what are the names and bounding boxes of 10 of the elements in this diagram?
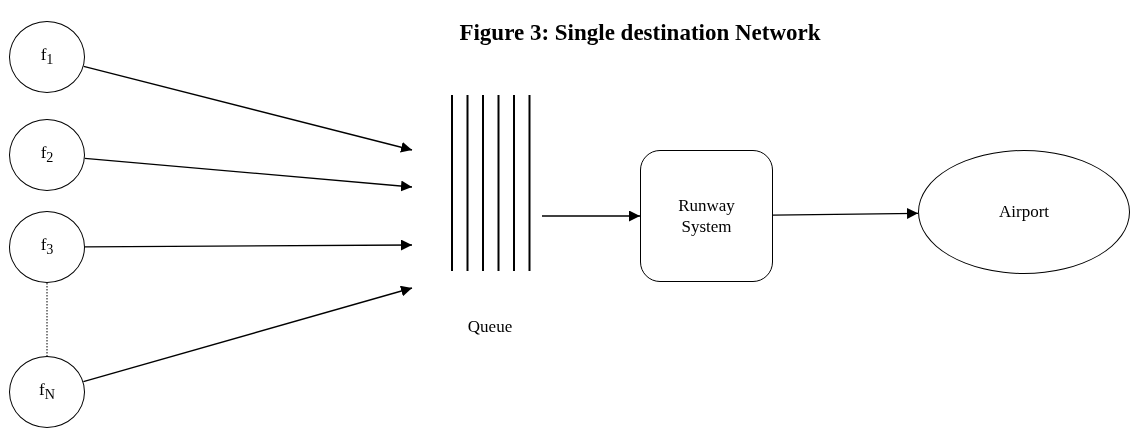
process-box: Runway System [640,150,773,282]
queue-label: Queue [466,316,514,338]
arrow [82,285,413,383]
arrow [772,207,919,219]
arrow [541,210,641,222]
arrow [83,65,413,153]
figure-title: Figure 3: Single destination Network [458,20,822,46]
dotted-line [46,282,48,357]
arrow [84,157,413,192]
arrow [84,239,413,251]
